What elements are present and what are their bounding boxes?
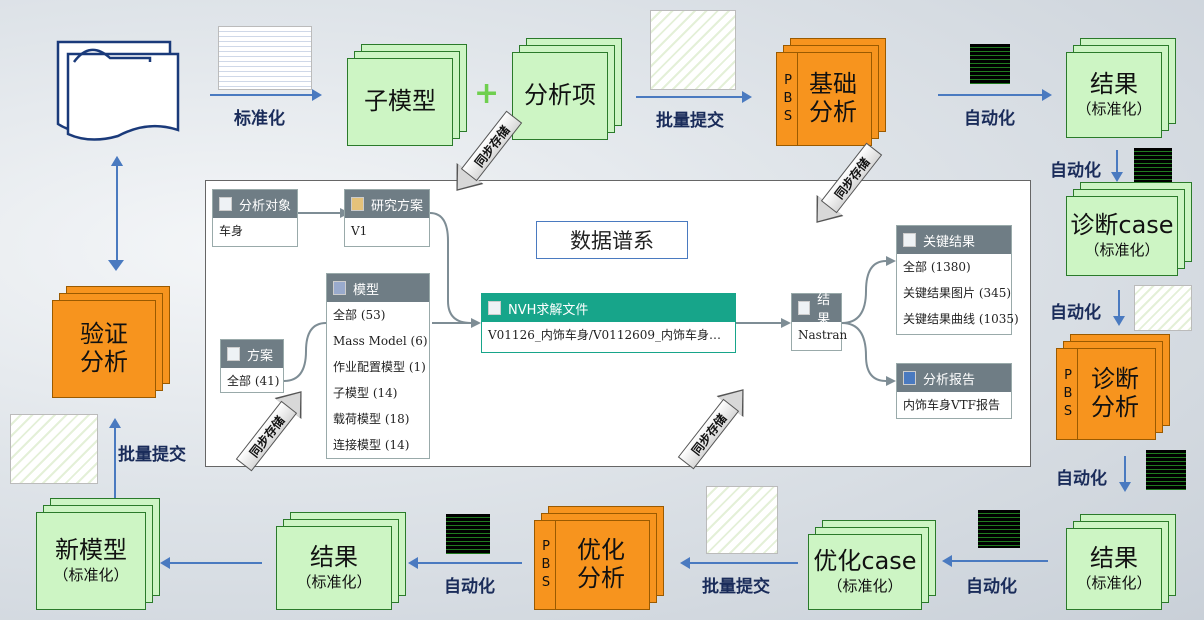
base-analysis-label: 基础 分析: [809, 70, 857, 126]
arrow-down-r2: [1113, 290, 1125, 326]
panel-connectors: [283, 208, 896, 386]
node-research-plan[interactable]: 研究方案 V1: [344, 189, 430, 247]
arrow-batch-submit-bottom: [680, 557, 798, 569]
new-model-box: 新模型 （标准化）: [36, 498, 160, 610]
analysis-item-box: 分析项: [512, 38, 622, 140]
terminal-thumbnail: [978, 510, 1020, 548]
matrix-thumbnail: [706, 486, 778, 554]
new-model-sub: （标准化）: [53, 566, 129, 585]
panel-title: 数据谱系: [536, 221, 688, 259]
label-automate-r2: 自动化: [1050, 303, 1101, 323]
result1-sub: （标准化）: [1076, 100, 1152, 119]
matrix-thumbnail: [10, 414, 98, 484]
arrow-down-r1: [1111, 150, 1123, 182]
document-stack-icon: [227, 347, 240, 361]
model-row[interactable]: Mass Model (6): [333, 334, 428, 348]
spreadsheet-thumbnail: [218, 26, 312, 90]
result1-label: 结果: [1090, 69, 1138, 98]
verify-analysis-box: 验证 分析: [52, 286, 170, 398]
result1-box: 结果 （标准化）: [1066, 38, 1176, 138]
diag-case-label: 诊断case: [1070, 210, 1174, 239]
model-row[interactable]: 子模型 (14): [333, 386, 398, 400]
opt-case-sub: （标准化）: [827, 577, 903, 596]
key-result-row[interactable]: 全部 (1380): [903, 260, 971, 274]
arrow-down-r3: [1119, 456, 1131, 492]
opt-case-label: 优化case: [813, 546, 917, 575]
model-row[interactable]: 全部 (53): [333, 308, 386, 322]
arrow-automate-top: [938, 89, 1052, 101]
arrow-automate-b2: [408, 557, 522, 569]
chart-icon: [903, 371, 916, 385]
model-row[interactable]: 载荷模型 (18): [333, 412, 410, 426]
node-result[interactable]: 结果 Nastran: [791, 293, 847, 351]
matrix-thumbnail: [650, 10, 736, 90]
node-key-result[interactable]: 关键结果 全部 (1380) 关键结果图片 (345) 关键结果曲线 (1035…: [896, 225, 1019, 335]
diag-analysis-label: 诊断 分析: [1091, 365, 1139, 421]
result2-sub: （标准化）: [1076, 574, 1152, 593]
label-standardize: 标准化: [234, 109, 285, 129]
result3-label: 结果: [310, 542, 358, 571]
arrow-standardize: [210, 89, 322, 101]
label-automate-r1: 自动化: [1050, 161, 1101, 181]
terminal-thumbnail: [1134, 148, 1172, 184]
label-batch-submit-bottom: 批量提交: [702, 577, 770, 597]
node-plan[interactable]: 方案 全部 (41): [220, 339, 284, 393]
label-automate-r3: 自动化: [1056, 469, 1107, 489]
model-row[interactable]: 连接模型 (14): [333, 438, 410, 452]
opt-case-box: 优化case （标准化）: [808, 520, 936, 610]
arrow-batch-submit-top: [636, 91, 752, 103]
opt-analysis-label: 优化 分析: [577, 536, 625, 592]
arrow-bidirectional-left: [111, 156, 123, 266]
diag-case-box: 诊断case （标准化）: [1066, 182, 1192, 276]
node-model[interactable]: 模型 全部 (53) Mass Model (6) 作业配置模型 (1) 子模型…: [326, 273, 430, 459]
submodel-label: 子模型: [364, 87, 436, 116]
result3-box: 结果 （标准化）: [276, 512, 406, 610]
node-nvh-file[interactable]: NVH求解文件 V01126_内饰车身/V0112609_内饰车身VTF-...: [481, 293, 736, 353]
arrow-bidirectional-left-bottom-head: [108, 260, 124, 271]
data-lineage-panel: 数据谱系 分析对象 车身 研究方案 V1 方案 全部 (41) 模型 全部 (5…: [205, 180, 1031, 467]
cube-icon: [333, 281, 346, 295]
model-row[interactable]: 作业配置模型 (1): [333, 360, 426, 374]
diag-case-sub: （标准化）: [1084, 241, 1160, 260]
result2-box: 结果 （标准化）: [1066, 514, 1176, 610]
label-batch-submit-top: 批量提交: [656, 111, 724, 131]
verify-analysis-label: 验证 分析: [80, 320, 128, 376]
matrix-thumbnail: [1134, 285, 1192, 331]
arrow-to-new-model: [160, 557, 262, 569]
new-model-label: 新模型: [55, 535, 127, 564]
label-automate-top: 自动化: [964, 109, 1015, 129]
terminal-thumbnail: [446, 514, 490, 554]
file-icon: [798, 301, 811, 315]
book-icon: [351, 197, 364, 211]
arrow-up-left: [109, 418, 121, 498]
file-icon: [903, 233, 916, 247]
document-icon: [56, 40, 180, 141]
folder-icon: [219, 197, 232, 211]
arrow-automate-b1: [942, 555, 1048, 567]
result3-sub: （标准化）: [296, 573, 372, 592]
node-analysis-object[interactable]: 分析对象 车身: [212, 189, 298, 247]
terminal-thumbnail: [970, 44, 1010, 84]
submodel-box: 子模型: [347, 44, 467, 146]
key-result-row[interactable]: 关键结果图片 (345): [903, 286, 1012, 300]
label-automate-b1: 自动化: [966, 577, 1017, 597]
result2-label: 结果: [1090, 543, 1138, 572]
analysis-item-label: 分析项: [524, 81, 596, 110]
label-batch-submit-left: 批量提交: [118, 445, 186, 465]
file-grid-icon: [488, 301, 501, 315]
plus-icon: +: [474, 76, 500, 111]
terminal-thumbnail: [1146, 450, 1186, 490]
label-automate-b2: 自动化: [444, 577, 495, 597]
key-result-row[interactable]: 关键结果曲线 (1035): [903, 312, 1019, 326]
node-report[interactable]: 分析报告 内饰车身VTF报告: [896, 363, 1012, 419]
